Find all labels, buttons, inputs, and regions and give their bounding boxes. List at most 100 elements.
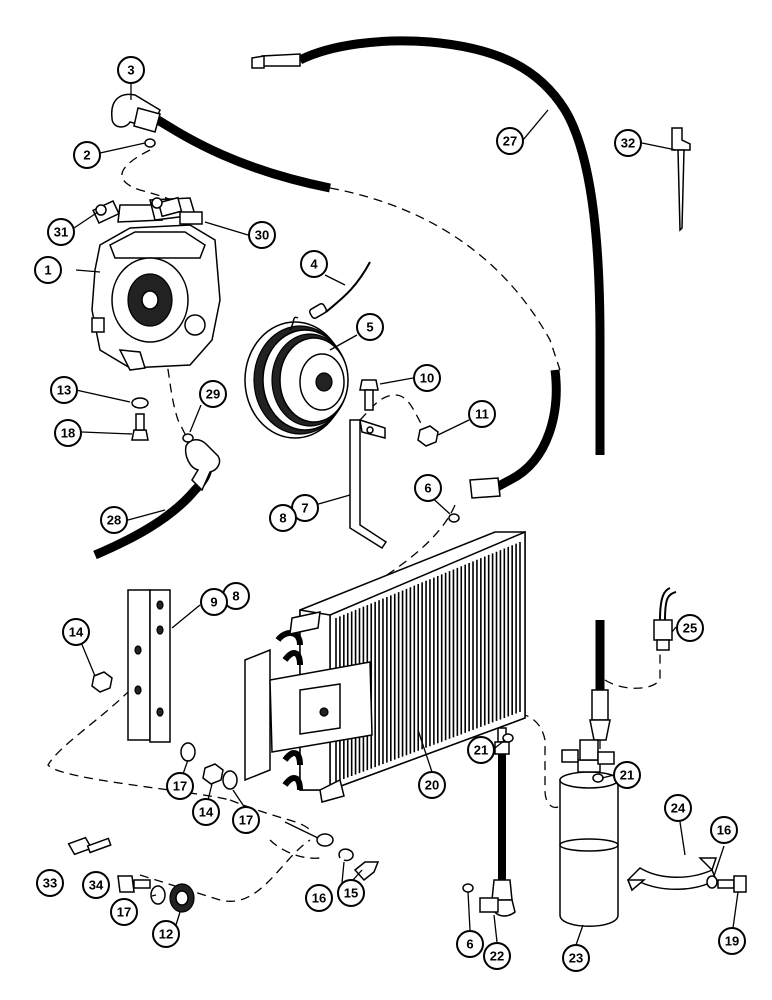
svg-text:28: 28 [107,513,121,528]
svg-text:17: 17 [173,779,187,794]
callout-1: 1 [34,256,62,284]
washer-17c [316,833,334,847]
grommet-12 [169,883,195,913]
washer-17d [150,885,166,905]
svg-text:19: 19 [725,934,739,949]
svg-text:15: 15 [344,886,358,901]
nut-11 [417,425,439,447]
callout-15: 15 [337,879,365,907]
washer-17a [180,742,196,762]
callout-29: 29 [199,380,227,408]
lockwasher-16b [706,875,718,889]
callout-4: 4 [300,250,328,278]
svg-text:6: 6 [424,481,431,496]
svg-text:27: 27 [503,134,517,149]
callout-2: 2 [73,141,101,169]
receiver-drier-illustration [559,739,619,927]
svg-text:11: 11 [475,407,489,422]
callout-3: 3 [117,56,145,84]
callout-11: 11 [468,400,496,428]
washer-17b [222,770,238,790]
svg-text:1: 1 [44,263,51,278]
callout-16b: 16 [710,816,738,844]
svg-text:16: 16 [717,823,731,838]
switch-25 [653,587,677,651]
svg-text:21: 21 [474,743,488,758]
svg-text:13: 13 [57,383,71,398]
callout-17c: 17 [110,898,138,926]
svg-text:9: 9 [210,595,217,610]
svg-text:17: 17 [117,905,131,920]
svg-text:7: 7 [301,501,308,516]
svg-text:8: 8 [279,511,286,526]
leader-lines [73,83,739,946]
svg-text:3: 3 [127,63,134,78]
hose-27-illustration [251,36,611,741]
clutch-pulley-illustration [244,316,349,439]
o-ring-6b [462,883,474,893]
svg-text:8: 8 [232,589,239,604]
svg-text:17: 17 [239,813,253,828]
o-ring-21b [592,773,604,783]
bolt-18 [131,413,149,441]
callout-6b: 6 [456,930,484,958]
callout-27: 27 [496,127,524,155]
svg-text:22: 22 [490,949,504,964]
svg-text:4: 4 [310,257,318,272]
callout-9: 9 [200,588,228,616]
svg-text:2: 2 [83,148,90,163]
svg-text:20: 20 [425,778,439,793]
bolt-34 [117,875,151,893]
washer-13 [131,397,149,409]
callout-14a: 14 [62,618,90,646]
callout-32: 32 [614,129,642,157]
svg-text:21: 21 [620,768,634,783]
bolt-33 [67,836,112,856]
callout-6a: 6 [414,474,442,502]
lockwasher-16a [338,848,354,862]
svg-text:25: 25 [683,621,697,636]
callout-5: 5 [356,313,384,341]
callouts: 1 2 3 4 5 6 6 7 8 8 9 10 11 12 13 14 14 … [34,56,746,972]
hose-3-illustration [111,93,331,193]
bracket-9 [127,589,171,743]
hose-22-illustration [479,727,516,917]
svg-text:33: 33 [43,876,57,891]
o-ring-21a [502,733,514,743]
svg-text:34: 34 [89,878,104,893]
svg-text:12: 12 [159,927,173,942]
callout-22: 22 [483,942,511,970]
svg-text:16: 16 [312,891,326,906]
svg-text:31: 31 [54,225,68,240]
nut-14b [202,763,224,785]
callout-18: 18 [54,419,82,447]
callout-13: 13 [50,376,78,404]
callout-16a: 16 [305,884,333,912]
callout-21a: 21 [467,736,495,764]
callout-20: 20 [418,771,446,799]
svg-text:29: 29 [206,387,220,402]
svg-text:24: 24 [671,801,686,816]
clamp-24 [626,857,718,892]
callout-33: 33 [36,869,64,897]
callout-21b: 21 [613,761,641,789]
svg-text:23: 23 [569,951,583,966]
bolt-10 [359,379,379,411]
callout-31: 31 [47,218,75,246]
bolt-19 [717,875,747,893]
svg-text:5: 5 [366,320,373,335]
hose-28-illustration [93,439,221,560]
svg-text:32: 32 [621,136,635,151]
callout-10: 10 [413,364,441,392]
o-ring-29 [182,433,194,443]
o-ring-6a [448,513,460,523]
callout-12: 12 [152,920,180,948]
wire-4-illustration [308,261,371,319]
svg-text:30: 30 [255,228,269,243]
callout-14b: 14 [192,798,220,826]
svg-text:18: 18 [61,426,75,441]
bracket-7 [349,418,388,550]
callout-17a: 17 [166,772,194,800]
callout-17b: 17 [232,806,260,834]
hose-condenser-inlet-illustration [469,369,561,499]
